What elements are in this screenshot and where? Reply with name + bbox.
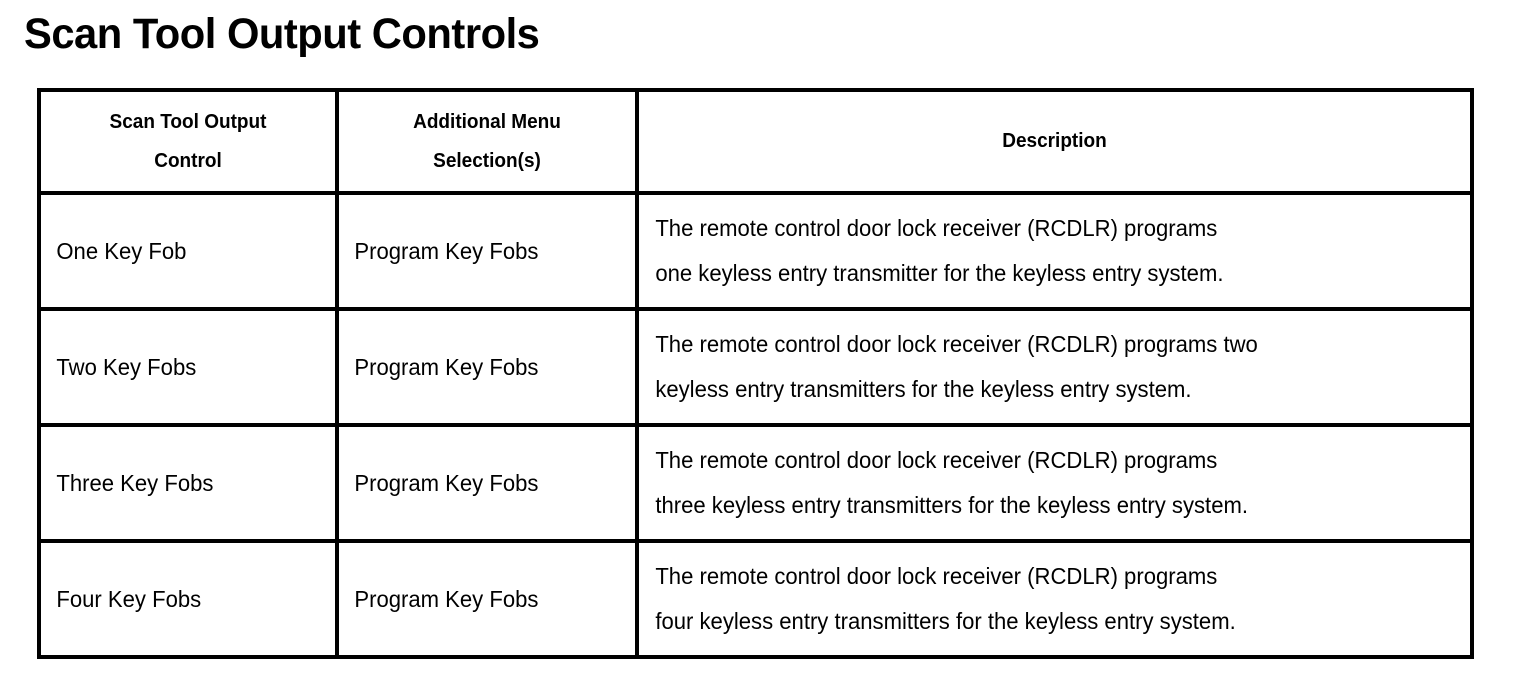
- header-control-line-2: Control: [154, 149, 222, 172]
- menu-selection-label: Program Key Fobs: [354, 586, 539, 612]
- scan-tool-output-controls-table: Scan Tool Output Control Additional Menu…: [37, 88, 1474, 659]
- table-header-row: Scan Tool Output Control Additional Menu…: [37, 88, 1474, 195]
- table-row: Two Key Fobs Program Key Fobs The remote…: [37, 307, 1474, 427]
- menu-selection-label: Program Key Fobs: [354, 470, 539, 496]
- cell-menu-selection: Program Key Fobs: [335, 539, 639, 659]
- description-line-2: three keyless entry transmitters for the…: [655, 492, 1248, 518]
- header-menu-line-2: Selection(s): [433, 149, 541, 172]
- menu-selection-label: Program Key Fobs: [354, 354, 539, 380]
- description-text: The remote control door lock receiver (R…: [639, 322, 1437, 412]
- cell-description: The remote control door lock receiver (R…: [635, 423, 1474, 543]
- description-line-2: keyless entry transmitters for the keyle…: [655, 376, 1192, 402]
- cell-description: The remote control door lock receiver (R…: [635, 307, 1474, 427]
- control-label: Two Key Fobs: [56, 354, 197, 380]
- description-line-1: The remote control door lock receiver (R…: [655, 447, 1218, 473]
- cell-control: Two Key Fobs: [37, 307, 339, 427]
- cell-control: One Key Fob: [37, 191, 339, 311]
- description-line-1: The remote control door lock receiver (R…: [655, 563, 1218, 589]
- description-line-1: The remote control door lock receiver (R…: [655, 331, 1258, 357]
- header-menu-line-1: Additional Menu: [413, 110, 561, 133]
- description-line-1: The remote control door lock receiver (R…: [655, 215, 1218, 241]
- scan-tool-output-controls-table-wrapper: Scan Tool Output Control Additional Menu…: [37, 88, 1474, 659]
- description-text: The remote control door lock receiver (R…: [639, 554, 1437, 644]
- header-cell-menu: Additional Menu Selection(s): [335, 88, 639, 195]
- page-title: Scan Tool Output Controls: [24, 10, 540, 58]
- header-cell-control: Scan Tool Output Control: [37, 88, 339, 195]
- cell-menu-selection: Program Key Fobs: [335, 191, 639, 311]
- table-row: Four Key Fobs Program Key Fobs The remot…: [37, 539, 1474, 659]
- header-description-label: Description: [1002, 130, 1107, 152]
- header-control-line-1: Scan Tool Output: [109, 110, 267, 133]
- description-line-2: four keyless entry transmitters for the …: [655, 608, 1236, 634]
- description-line-2: one keyless entry transmitter for the ke…: [655, 260, 1224, 286]
- control-label: One Key Fob: [56, 238, 187, 264]
- header-cell-description: Description: [635, 88, 1474, 195]
- cell-menu-selection: Program Key Fobs: [335, 423, 639, 543]
- menu-selection-label: Program Key Fobs: [354, 238, 539, 264]
- cell-control: Three Key Fobs: [37, 423, 339, 543]
- control-label: Four Key Fobs: [56, 586, 202, 612]
- cell-description: The remote control door lock receiver (R…: [635, 539, 1474, 659]
- description-text: The remote control door lock receiver (R…: [639, 206, 1437, 296]
- table-row: One Key Fob Program Key Fobs The remote …: [37, 191, 1474, 311]
- description-text: The remote control door lock receiver (R…: [639, 438, 1437, 528]
- control-label: Three Key Fobs: [56, 470, 214, 496]
- cell-menu-selection: Program Key Fobs: [335, 307, 639, 427]
- table-row: Three Key Fobs Program Key Fobs The remo…: [37, 423, 1474, 543]
- cell-control: Four Key Fobs: [37, 539, 339, 659]
- cell-description: The remote control door lock receiver (R…: [635, 191, 1474, 311]
